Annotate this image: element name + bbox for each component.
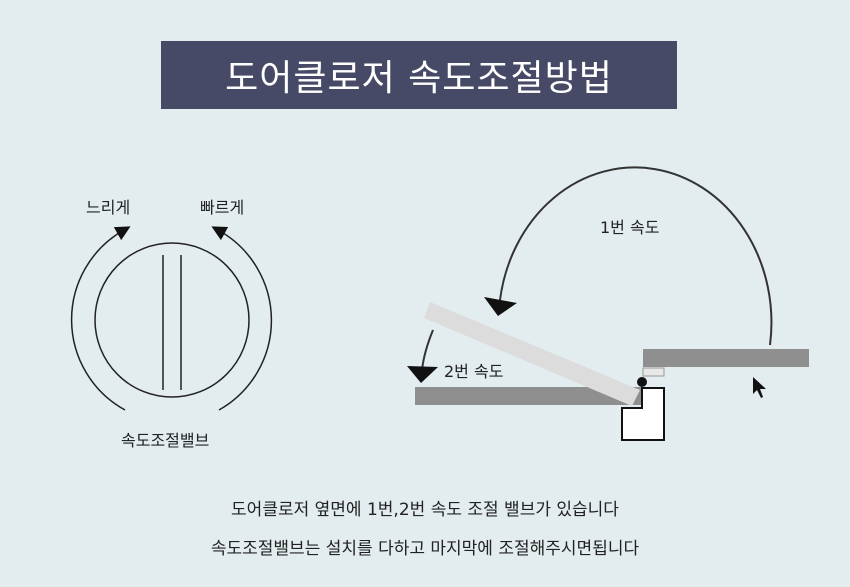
- fast-label: 빠르게: [200, 198, 245, 217]
- door-diagram: [407, 166, 809, 441]
- slow-label: 느리게: [86, 198, 131, 217]
- caption-line-1: 도어클로저 옆면에 1번,2번 속도 조절 밸브가 있습니다: [231, 500, 619, 520]
- speed2-arrow: [421, 329, 434, 371]
- speed1-arrow: [499, 166, 773, 346]
- speed2-label: 2번 속도: [444, 362, 504, 381]
- speed-valve-dial: [70, 226, 273, 411]
- cursor-icon: [753, 377, 766, 398]
- fast-arrow: [211, 226, 273, 411]
- caption-line-2: 속도조절밸브는 설치를 다하고 마지막에 조절해주시면됩니다: [210, 539, 640, 559]
- page-title: 도어클로저 속도조절방법: [161, 41, 677, 109]
- valve-label: 속도조절밸브: [121, 431, 210, 450]
- slow-arrow: [70, 226, 131, 411]
- speed1-label: 1번 속도: [600, 218, 660, 237]
